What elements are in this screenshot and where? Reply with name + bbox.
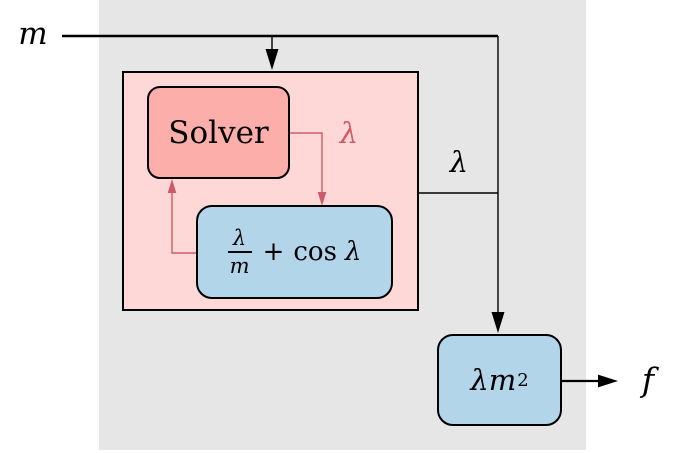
solver-block-label: Solver (168, 114, 269, 151)
solver-block: Solver (147, 86, 290, 179)
wire-lambda-label: λ (449, 145, 469, 179)
internal-lambda-label: λ (339, 116, 359, 150)
fraction-numerator: λ (232, 226, 247, 251)
plus-operator: + (262, 237, 285, 267)
equation-block: λ m + cos λ (196, 205, 393, 299)
fraction-bar (227, 251, 252, 253)
fraction-denominator: m (229, 253, 250, 278)
output-f-label: f (641, 359, 655, 399)
output-product-exponent: 2 (517, 369, 529, 391)
cos-function: cos (293, 237, 337, 267)
cos-argument: λ (344, 237, 362, 267)
arrowhead-right-icon (598, 374, 618, 388)
fraction: λ m (227, 226, 252, 278)
output-product-base: λm (470, 363, 517, 397)
input-m-label: m (18, 16, 48, 52)
